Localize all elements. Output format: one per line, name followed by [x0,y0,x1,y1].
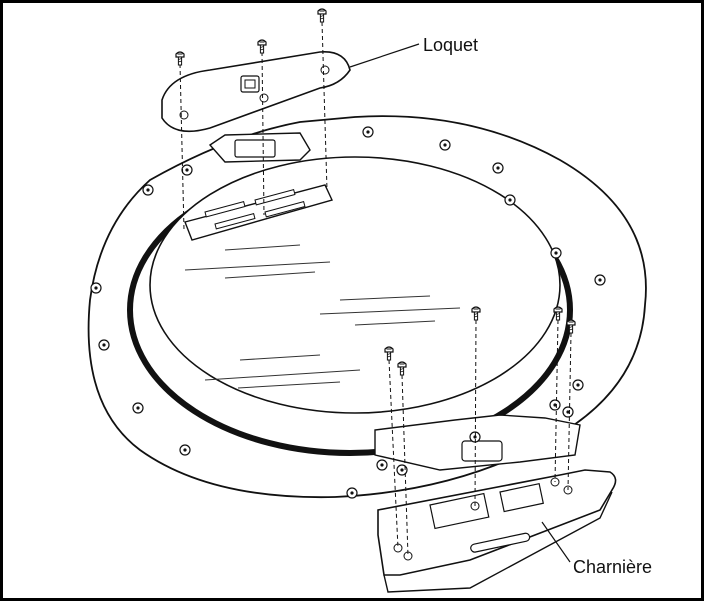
door-glass [149,156,561,414]
hinge-recess [374,414,581,471]
latch-label: Loquet [423,35,479,55]
alignment-lines [179,21,572,557]
leader-lines [349,43,571,563]
screw-icon [175,51,185,66]
hinge-assembly [377,469,617,593]
hinge-label: Charnière [573,557,653,577]
latch-catch-bracket [184,184,333,241]
screw-icon [317,8,327,23]
latch-recess [208,132,311,163]
screw-icon [257,39,267,54]
latch-plate [161,51,351,133]
